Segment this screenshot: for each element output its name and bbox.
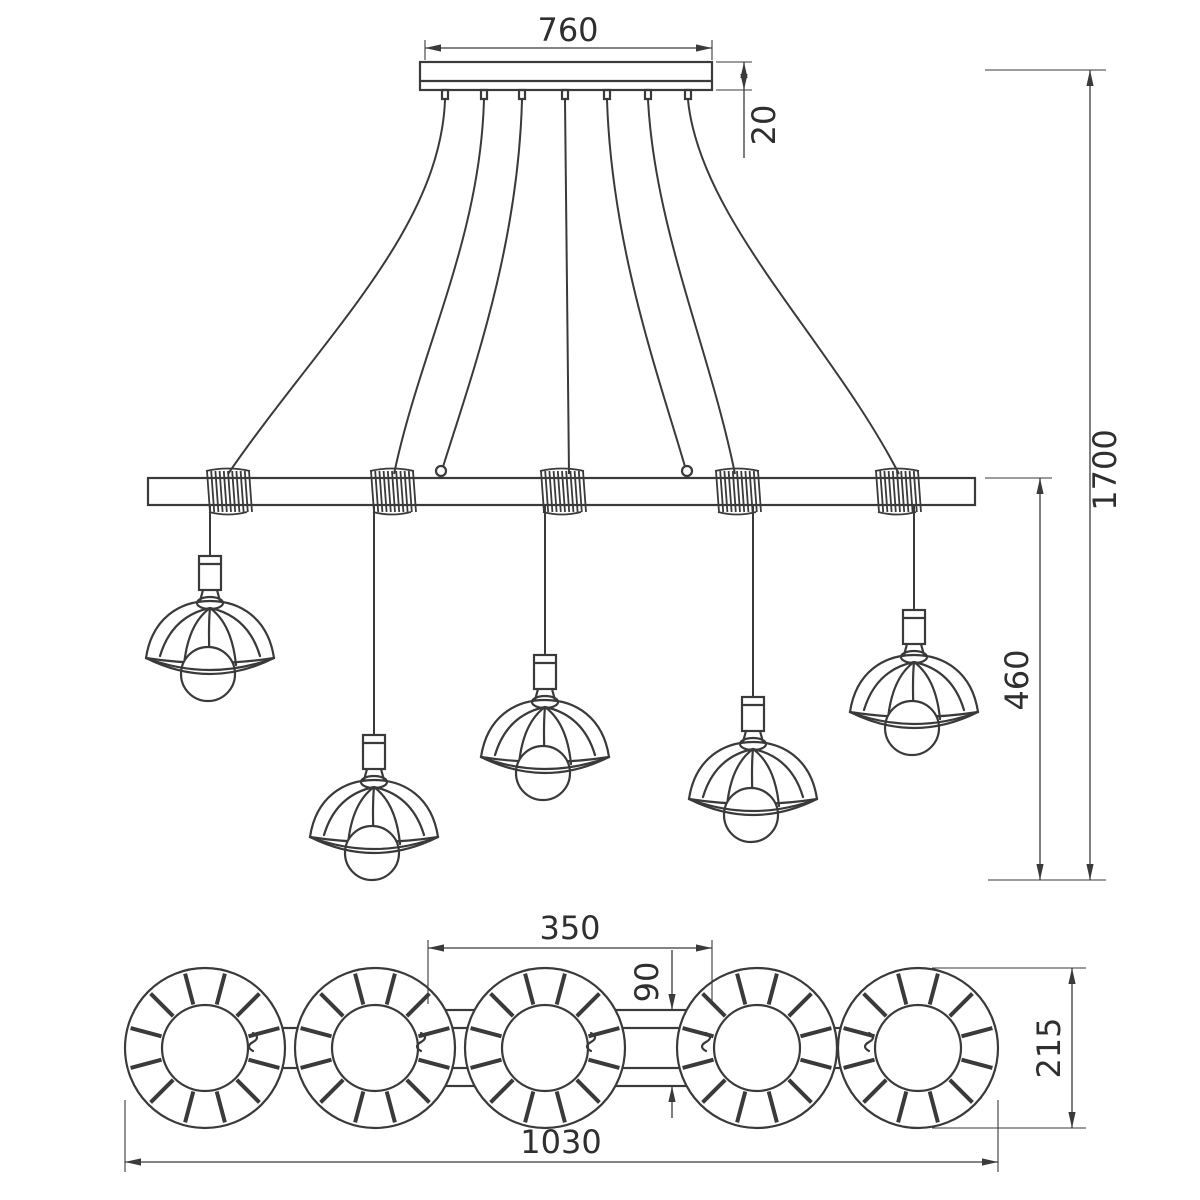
lamp-cords bbox=[209, 505, 915, 735]
rope-wrap-1 bbox=[205, 467, 253, 516]
elevation-view bbox=[144, 60, 980, 882]
dim-text-beam-depth: 90 bbox=[628, 962, 666, 1003]
ceiling-canopy bbox=[418, 60, 714, 101]
dim-text-overall-length: 1030 bbox=[520, 1123, 601, 1161]
cable-attach-ring-left bbox=[434, 464, 448, 478]
dim-text-center-section: 350 bbox=[539, 909, 600, 947]
dim-overall-length: 1030 bbox=[124, 1100, 999, 1172]
dim-text-canopy-height: 20 bbox=[745, 105, 783, 146]
dim-text-drop-below-beam: 460 bbox=[998, 649, 1036, 710]
pendant-lamp-1 bbox=[144, 554, 276, 703]
plan-view bbox=[123, 966, 1000, 1130]
dim-canopy-length: 760 bbox=[424, 11, 713, 60]
rope-wrap-4 bbox=[714, 467, 762, 516]
plan-shade-4 bbox=[675, 966, 839, 1130]
dim-shade-diameter: 215 bbox=[932, 967, 1086, 1129]
pendant-lamp-5 bbox=[848, 608, 980, 757]
pendant-lamp-2 bbox=[308, 733, 440, 882]
dim-overall-height: 1700 bbox=[985, 69, 1124, 881]
suspension-cables bbox=[227, 99, 900, 475]
pendant-lamp-4 bbox=[687, 695, 819, 844]
rope-wrap-3 bbox=[539, 467, 587, 516]
wood-beam bbox=[146, 476, 977, 507]
pendant-lamp-3 bbox=[479, 653, 611, 802]
plan-shade-2 bbox=[293, 966, 457, 1130]
dim-text-shade-diameter: 215 bbox=[1030, 1017, 1068, 1078]
rope-wrap-2 bbox=[369, 467, 417, 516]
dim-beam-depth: 90 bbox=[628, 950, 676, 1118]
cable-fittings bbox=[440, 88, 693, 101]
dim-text-overall-height: 1700 bbox=[1086, 429, 1124, 510]
dim-canopy-height: 20 bbox=[716, 61, 783, 158]
plan-shade-1 bbox=[123, 966, 287, 1130]
plan-shade-5 bbox=[836, 966, 1000, 1130]
dim-drop-below-beam: 460 bbox=[985, 477, 1052, 880]
plan-shade-3 bbox=[463, 966, 627, 1130]
dim-text-canopy-length: 760 bbox=[537, 11, 598, 49]
dim-center-section: 350 bbox=[427, 909, 713, 1004]
cable-attach-ring-right bbox=[680, 464, 694, 478]
